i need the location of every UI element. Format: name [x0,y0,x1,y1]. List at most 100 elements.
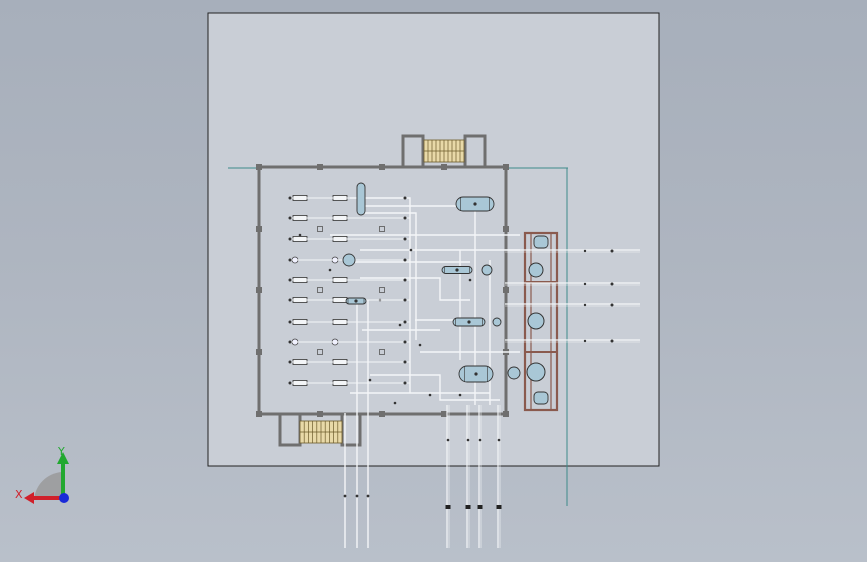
column [256,164,262,170]
heat-exchanger-1-nozzle [455,268,459,272]
x-axis-label: X [15,488,23,501]
column [503,411,509,417]
column-marker [317,287,323,293]
bottom-stair-grid [299,420,343,444]
top-entrance [401,134,487,166]
outlet-pipes-right [505,249,640,343]
pipe-run [360,277,470,301]
valve-dot [403,320,407,324]
down-pipe-flange [465,505,471,509]
down-pipe-valve [478,438,482,442]
column-marker [317,226,323,232]
pipe-run [362,212,417,340]
column-marker [379,287,385,293]
pipe-fitting [428,393,432,397]
skid-vessel [528,262,544,278]
valve-dot [403,196,407,200]
pipe-fitting [298,233,302,237]
pump-3 [507,366,521,380]
skid-frame [523,231,559,412]
valve-dot [288,360,292,364]
outlet-valve [610,339,614,343]
valve-dot [288,278,292,282]
pump-1 [481,264,493,276]
valve-dot [403,258,407,262]
column-marker [317,349,323,355]
storage-tank-nozzle [473,202,477,206]
valve-dot [288,320,292,324]
down-pipe-valve [466,438,470,442]
down-pipe-flange [496,505,502,509]
y-axis-arrow [57,452,69,464]
triad-plane-indicator [34,472,62,500]
down-pipe-flange [445,505,451,509]
valve-dot [288,298,292,302]
skid-vessel [526,362,546,382]
outlet-valve [583,249,587,253]
pump-casing [342,253,356,267]
column [317,164,323,170]
column [256,349,262,355]
column [503,164,509,170]
outlet-pipes-bottom [343,405,502,548]
y-axis-label: Y [57,445,65,458]
heat-exchanger-2-nozzle [467,320,471,324]
vessels [342,182,521,383]
column-marker [379,226,385,232]
down-pipe-flange [477,505,483,509]
right-skid [523,231,559,412]
outlet-valve [610,282,614,286]
valve-dot [288,216,292,220]
x-axis-arrow [24,492,34,504]
drawing-sheet [207,12,660,467]
pipe-fitting [368,378,372,382]
vertical-column [356,182,366,216]
skid-vessel [527,312,545,330]
pump-2 [492,317,502,327]
pipe-fitting [458,393,462,397]
outlet-valve [610,249,614,253]
equipment-rows [288,195,410,386]
pipe-run [370,374,500,401]
column [379,411,385,417]
valve-dot [288,381,292,385]
valve-dot [403,237,407,241]
valve-dot [288,196,292,200]
valve-dot [403,340,407,344]
column [379,164,385,170]
column-marker [379,349,385,355]
down-pipe-valve [343,494,347,498]
z-axis-dot [59,493,69,503]
column [256,411,262,417]
pipe-fitting [468,278,472,282]
column [441,164,447,170]
valve-dot [403,360,407,364]
separator-tank-nozzle [474,372,478,376]
column [256,226,262,232]
column [317,411,323,417]
outlet-valve [583,282,587,286]
pipe-fitting [409,248,413,252]
building-columns [256,164,509,417]
down-pipe-valve [446,438,450,442]
pipe-fitting [418,343,422,347]
valve-dot [288,237,292,241]
outlet-valve [583,303,587,307]
column [503,287,509,293]
small-cooler-nozzle [354,299,358,303]
pipe-fitting [393,401,397,405]
outlet-valve [610,303,614,307]
orientation-triad[interactable]: X Y [12,440,82,510]
down-pipe-valve [355,494,359,498]
down-pipe-valve [497,438,501,442]
down-pipe-valve [366,494,370,498]
column [503,226,509,232]
valve-dot [288,340,292,344]
skid-filter [533,235,549,249]
pipe-fitting [398,323,402,327]
top-stair-grid [423,139,465,163]
valve-dot [403,381,407,385]
valve-dot [288,258,292,262]
